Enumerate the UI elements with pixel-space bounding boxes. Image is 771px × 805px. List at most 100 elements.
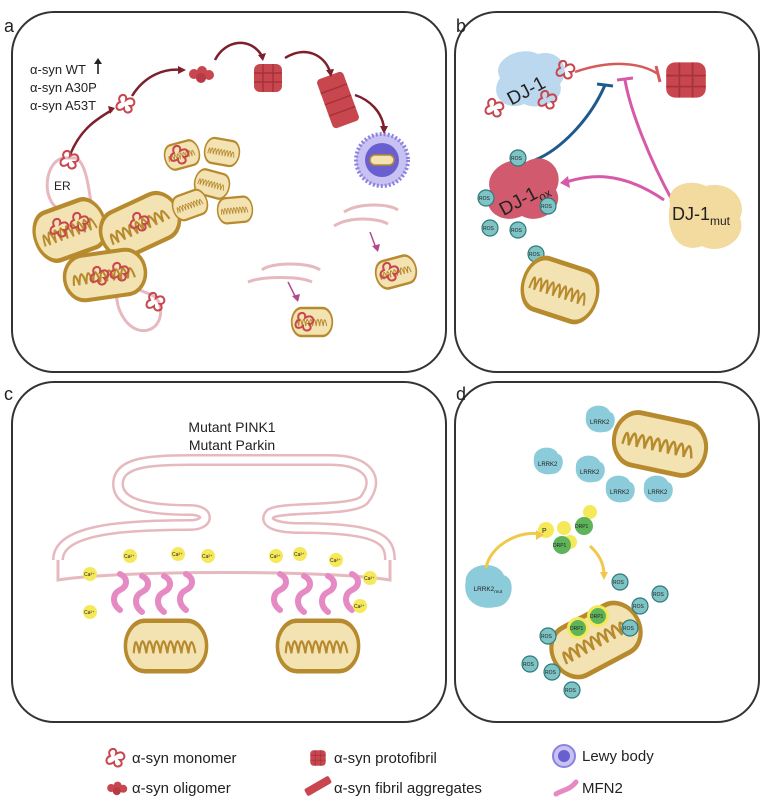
monomer-icon [105,747,126,768]
svg-text:LRRK2: LRRK2 [580,470,600,476]
panel-a-frame [11,11,447,373]
drp1-on-mitochondrion: DRP1 DRP1 [567,605,609,639]
mitochondrion [371,251,421,293]
dj1-mut-label: DJ-1mut [672,204,731,228]
legend-label-lewy-body: Lewy body [582,748,654,765]
legend: α-syn monomer α-syn protofibril Lewy bod… [105,744,654,797]
panel-b: b DJ-1 DJ-1ox [454,11,760,373]
oligomer-icon [107,781,128,796]
svg-text:DRP1: DRP1 [575,524,589,530]
aggregation-pathway [68,41,410,188]
legend-label-oligomer: α-syn oligomer [132,780,231,797]
er-label: ER [54,179,71,193]
asyn-a30p-text: α-syn A30P [30,80,97,95]
ros-cluster-d: ROS ROS ROS ROS ROS ROS ROS ROS [521,573,669,699]
panel-b-label: b [456,16,466,36]
lewy-body-legend-icon [552,744,576,768]
svg-text:ROS: ROS [633,604,645,610]
asyn-a53t-text: α-syn A53T [30,98,96,113]
svg-text:Ca²⁺: Ca²⁺ [84,572,95,578]
inhibition-arrows [534,62,674,202]
svg-text:ROS: ROS [613,580,625,586]
legend-label-fibril: α-syn fibril aggregates [334,780,482,797]
legend-item-oligomer: α-syn oligomer [107,780,231,797]
mitochondrion [160,137,204,173]
svg-text:ROS: ROS [541,634,553,640]
svg-text:Ca²⁺: Ca²⁺ [294,552,305,558]
panel-c-frame [11,381,447,723]
mutant-pink1-text: Mutant PINK1 [188,419,275,435]
mfn2-icon [553,779,579,797]
legend-label-monomer: α-syn monomer [132,750,237,767]
up-arrow-icon [94,58,102,74]
svg-text:ROS: ROS [565,688,577,694]
drp1-phospho-cluster: P DRP1 DRP1 [538,505,597,554]
svg-text:P: P [542,528,547,535]
legend-item-monomer: α-syn monomer [105,747,237,768]
svg-text:ROS: ROS [523,662,535,668]
legend-label-mfn2: MFN2 [582,780,623,797]
svg-text:Ca²⁺: Ca²⁺ [84,610,95,616]
dj1-mut: DJ-1mut [668,182,742,250]
svg-text:LRRK2: LRRK2 [648,490,668,496]
mitochondrion [201,135,243,169]
svg-text:Ca²⁺: Ca²⁺ [364,576,375,582]
dj1-complex: DJ-1 [484,51,576,118]
fibril-icon [304,776,332,796]
panel-b-frame [454,11,760,373]
er-fragments [247,203,399,302]
activation-arrows-d [484,530,608,580]
panel-c-label: c [4,384,13,404]
svg-text:Ca²⁺: Ca²⁺ [270,554,281,560]
svg-text:ROS: ROS [511,228,523,234]
svg-text:DRP1: DRP1 [570,626,584,632]
protofibril-icon [309,749,327,767]
mutant-parkin-text: Mutant Parkin [189,437,275,453]
legend-item-lewy-body: Lewy body [552,744,654,768]
svg-text:ROS: ROS [529,252,541,258]
panel-c: c Mutant PINK1 Mutant Parkin Ca²⁺ Ca²⁺ C… [4,381,447,723]
mitochondrion [215,194,255,226]
legend-label-protofibril: α-syn protofibril [334,750,437,767]
panel-a: a α-syn WT α-syn A30P α-syn A53T [4,11,447,373]
svg-text:Ca²⁺: Ca²⁺ [172,552,183,558]
panel-b-mitochondrion [516,253,604,327]
panel-d-label: d [456,384,466,404]
asyn-protofibril-icon [253,63,283,93]
svg-text:Ca²⁺: Ca²⁺ [354,604,365,610]
asyn-fibril-icon [317,71,359,129]
lewy-body-icon [354,132,410,188]
svg-text:DRP1: DRP1 [590,614,604,620]
panel-a-label: a [4,16,15,36]
asyn-monomer-icon [115,93,136,114]
panel-c-mitochondrion-left [125,621,206,671]
svg-text:LRRK2: LRRK2 [590,420,610,426]
svg-text:ROS: ROS [541,204,553,210]
panel-d-frame [454,381,760,723]
panel-d-mitochondrion-top [609,408,711,479]
ros-cluster-b: ROS ROS ROS ROS ROS ROS [477,149,557,263]
asyn-wt-text: α-syn WT [30,62,86,77]
legend-item-mfn2: MFN2 [553,779,623,797]
svg-text:Ca²⁺: Ca²⁺ [330,558,341,564]
svg-text:Ca²⁺: Ca²⁺ [202,554,213,560]
svg-text:ROS: ROS [545,670,557,676]
svg-text:ROS: ROS [479,196,491,202]
lrrk2-molecules: LRRK2 LRRK2 LRRK2 LRRK2 LRRK2 [533,405,673,503]
svg-text:ROS: ROS [623,626,635,632]
svg-text:ROS: ROS [511,156,523,162]
legend-item-fibril: α-syn fibril aggregates [304,776,482,797]
svg-text:DRP1: DRP1 [553,543,567,549]
legend-item-protofibril: α-syn protofibril [309,749,437,767]
svg-text:ROS: ROS [483,226,495,232]
svg-text:ROS: ROS [653,592,665,598]
svg-text:Ca²⁺: Ca²⁺ [124,554,135,560]
mfn2-tethers [114,574,358,612]
lrrk2-mut: LRRK2mut [465,564,512,608]
asyn-oligomer-icon [189,66,214,83]
panel-c-mitochondrion-right [277,621,358,671]
panel-d: d LRRK2 LRRK2 LRRK2 LRRK2 LRRK2 LRRK2mut… [454,381,760,723]
svg-text:LRRK2: LRRK2 [538,462,558,468]
svg-text:LRRK2mut: LRRK2mut [474,586,503,595]
